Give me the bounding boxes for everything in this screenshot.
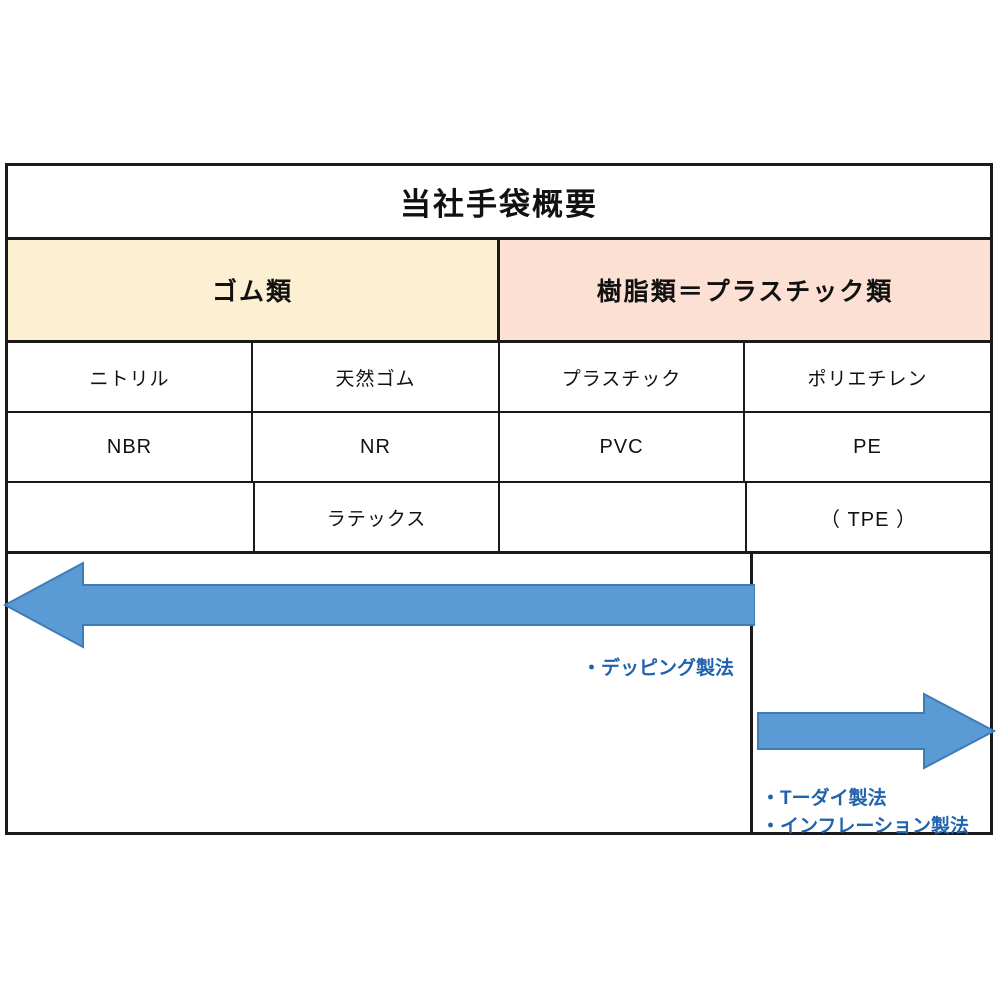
category-cell-rubber: ゴム類: [8, 240, 500, 340]
glove-overview-figure: 当社手袋概要 ゴム類 樹脂類＝プラスチック類 ニトリル 天然ゴム プラスチック …: [3, 163, 996, 837]
category-label-resin: 樹脂類＝プラスチック類: [596, 278, 894, 306]
category-header-row: ゴム類 樹脂類＝プラスチック類: [8, 240, 990, 343]
extrusion-process-arrow: [757, 692, 996, 770]
process-label-t-die: ・Tーダイ製法: [761, 788, 887, 809]
table-cell-plastic-variant: [500, 483, 745, 551]
process-area: [8, 554, 990, 832]
dipping-process-arrow: [3, 561, 755, 649]
category-cell-resin: 樹脂類＝プラスチック類: [500, 240, 990, 340]
table-cell-plastic-name: プラスチック: [500, 343, 745, 411]
table-cell-polyethylene-name: ポリエチレン: [807, 368, 928, 390]
table-cell-nbr: NBR: [8, 413, 253, 481]
process-area-rubber: [8, 554, 753, 832]
table-cell-tpe: （ TPE ）: [745, 483, 990, 551]
category-label-rubber: ゴム類: [211, 278, 293, 306]
table-cell-latex: ラテックス: [253, 483, 500, 551]
page-title: 当社手袋概要: [400, 187, 598, 222]
table-cell-pvc: PVC: [500, 413, 745, 481]
material-table: ニトリル 天然ゴム プラスチック ポリエチレン NBR NR PVC PE ラテ…: [8, 343, 990, 554]
process-label-dipping: ・デッピング製法: [582, 658, 735, 679]
table-cell-nitrile-name: ニトリル: [8, 343, 253, 411]
table-cell-natural-rubber-name: 天然ゴム: [253, 343, 500, 411]
table-cell-nr: NR: [253, 413, 500, 481]
material-name-row: ニトリル 天然ゴム プラスチック ポリエチレン: [8, 343, 990, 413]
process-label-inflation: ・インフレーション製法: [761, 816, 970, 837]
abbreviation-row: NBR NR PVC PE: [8, 413, 990, 483]
table-cell-nitrile-variant: [8, 483, 253, 551]
table-cell-pe: PE: [853, 435, 882, 458]
figure-title-row: 当社手袋概要: [8, 166, 990, 240]
variant-row: ラテックス （ TPE ）: [8, 483, 990, 554]
